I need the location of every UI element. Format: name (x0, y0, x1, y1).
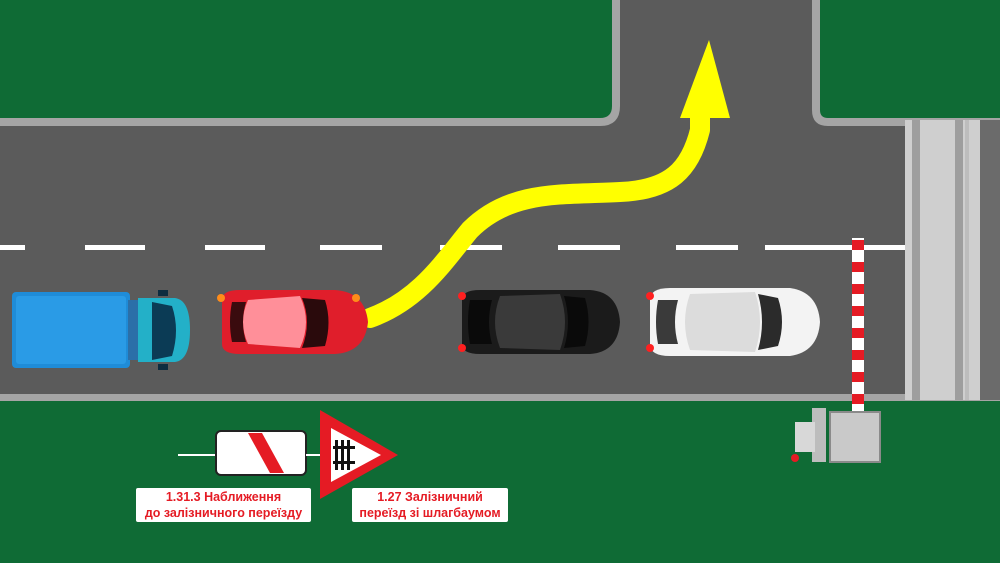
label-sign-1-31-3: 1.31.3 Наближення до залізничного переїз… (136, 488, 311, 522)
maneuver-arrow-icon (360, 40, 730, 328)
truck (12, 290, 190, 370)
red-car (217, 290, 368, 354)
label-sign-1-31-3-line1: 1.31.3 Наближення (165, 490, 282, 504)
label-sign-1-31-3-line2: до залізничного переїзду (144, 506, 303, 520)
label-sign-1-27: 1.27 Залізничний переїзд зі шлагбаумом (352, 488, 508, 522)
barrier-icon (791, 238, 881, 463)
label-sign-1-27-line1: 1.27 Залізничний (377, 490, 483, 504)
railway-track (905, 120, 1000, 400)
label-sign-1-27-line2: переїзд зі шлагбаумом (359, 506, 501, 520)
black-car (458, 290, 620, 354)
lane-markings (0, 245, 905, 250)
white-car (646, 288, 820, 356)
sign-1-31-3-icon (178, 430, 307, 476)
sign-1-27-icon (306, 410, 398, 499)
